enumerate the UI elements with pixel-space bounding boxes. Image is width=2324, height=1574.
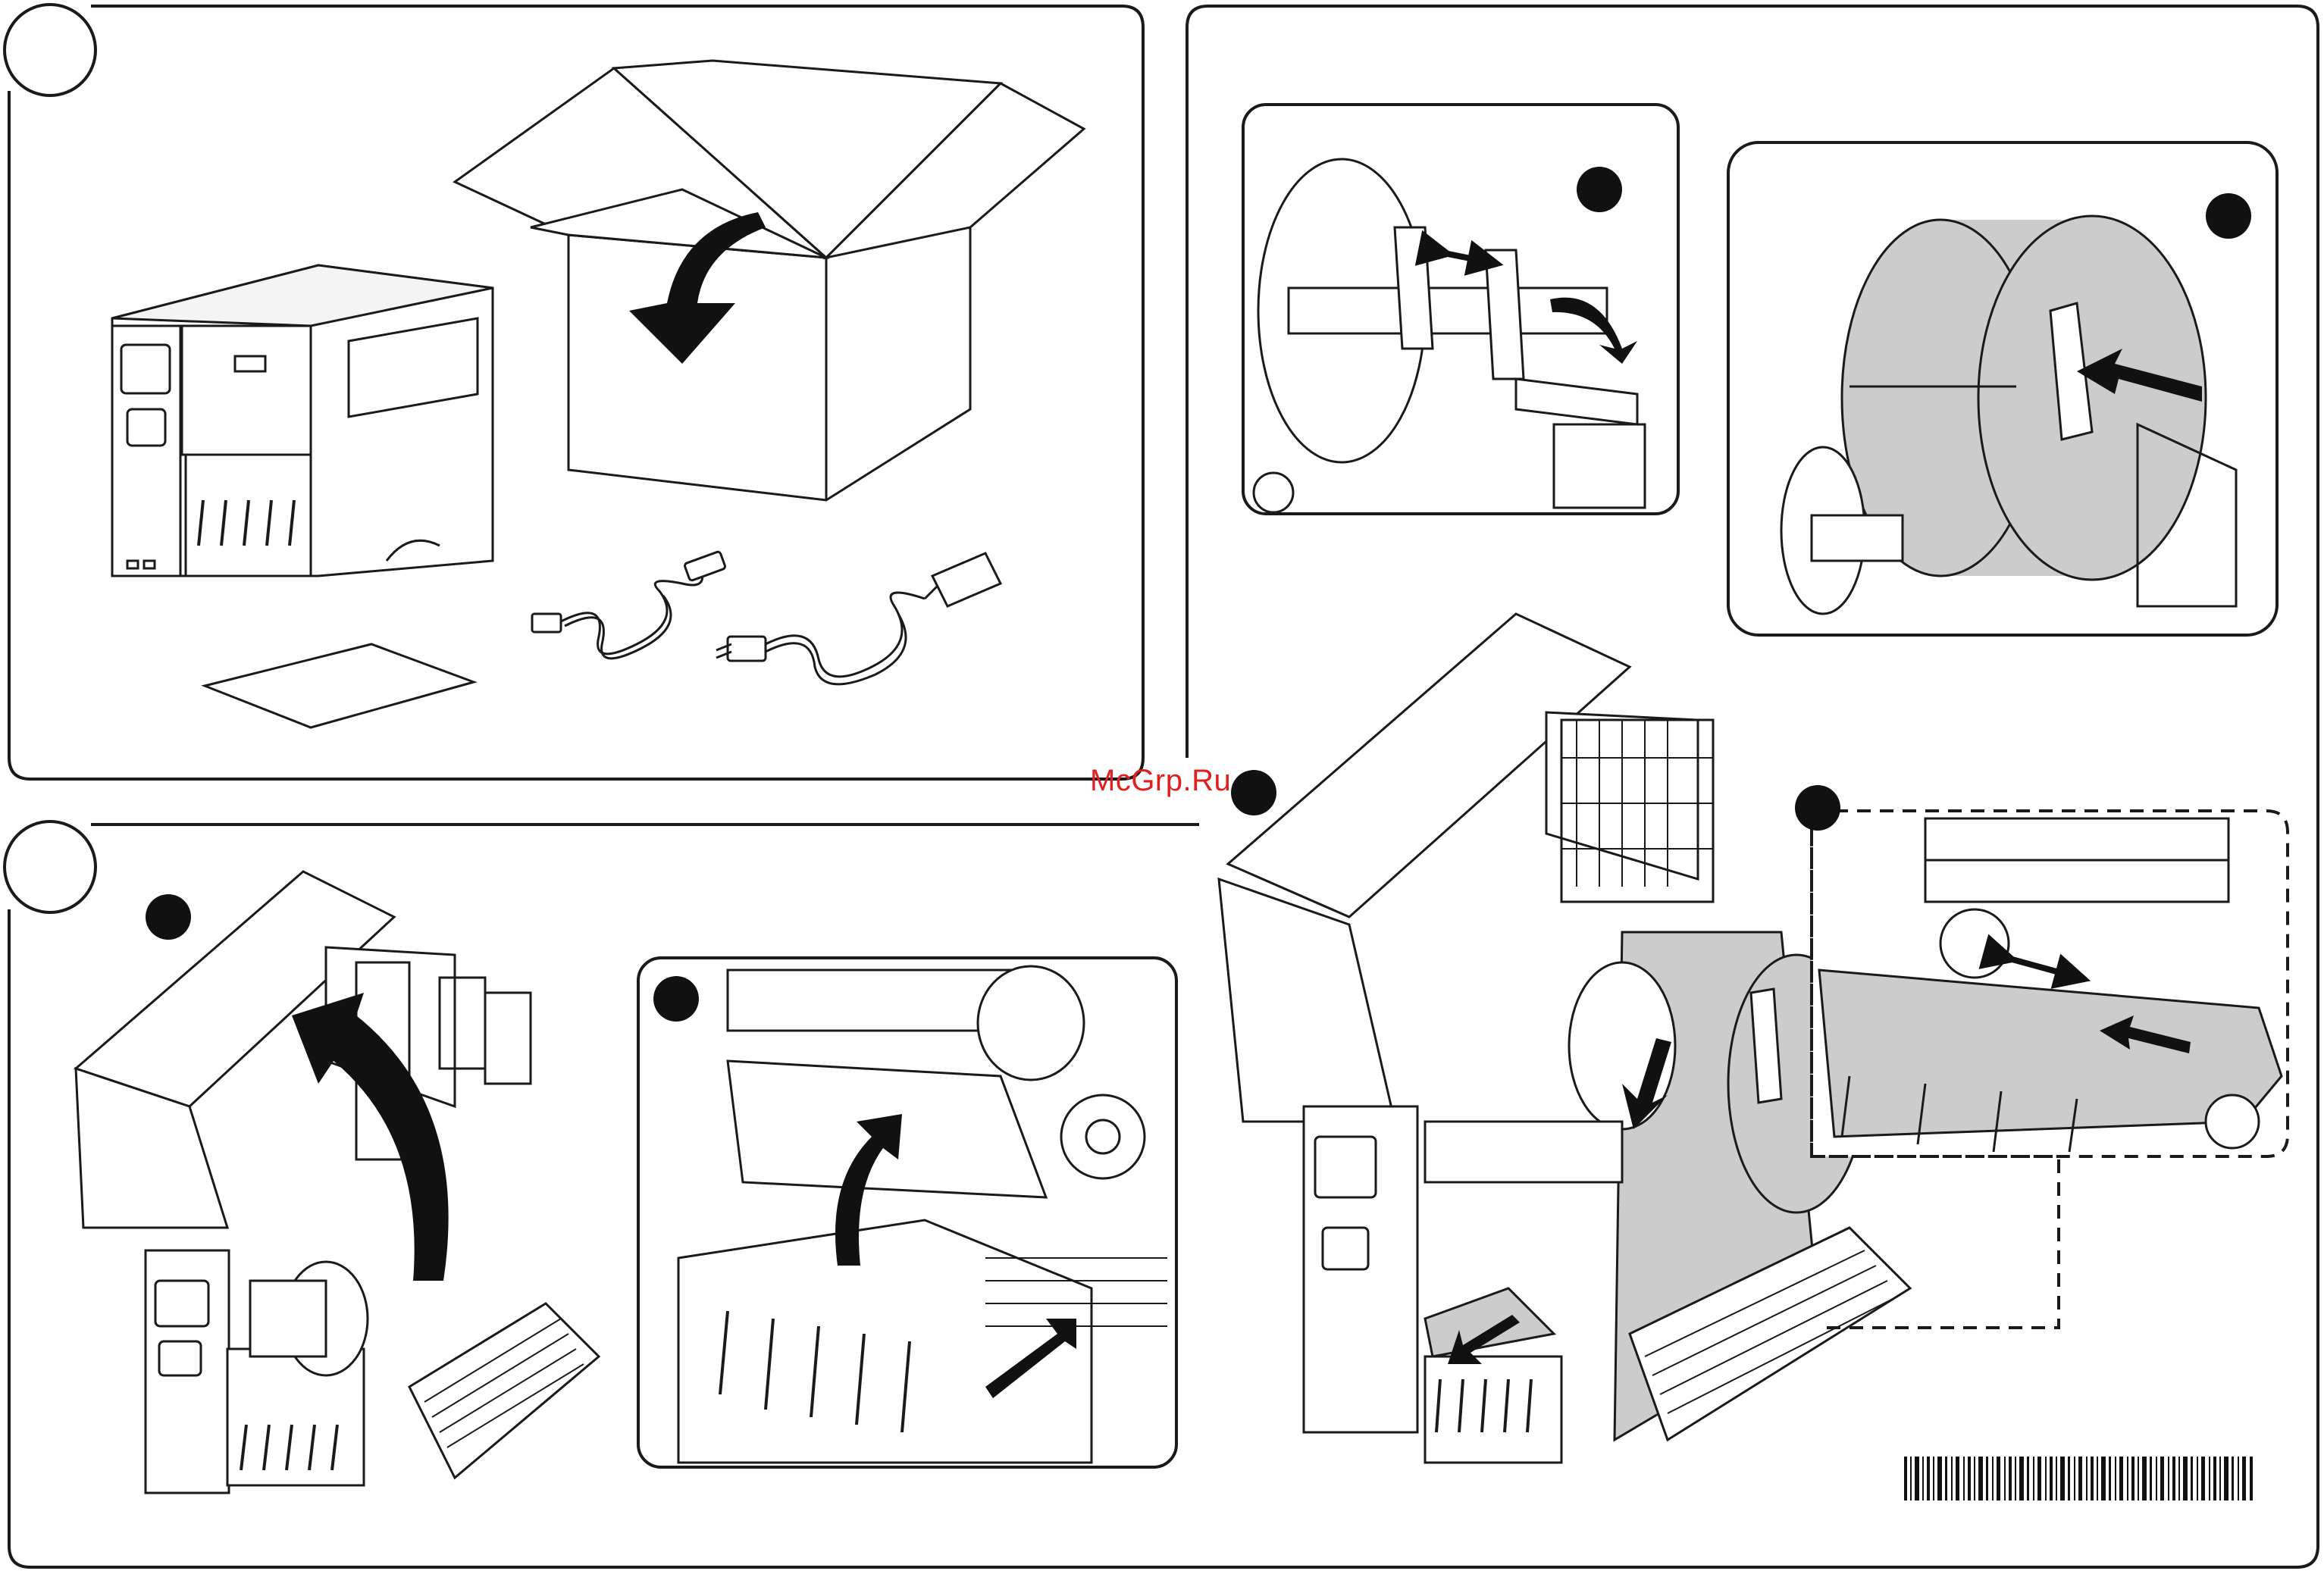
inset-printhead xyxy=(638,958,1176,1467)
step-circle-1 xyxy=(5,5,96,95)
panel-load-media xyxy=(1219,105,2288,1500)
document-icon xyxy=(205,644,474,728)
media-path-icon xyxy=(1219,614,1910,1463)
step-marker-d xyxy=(2206,193,2251,239)
step-marker-f xyxy=(1795,785,1840,831)
printer-open-icon xyxy=(76,871,599,1493)
printer-icon xyxy=(112,265,493,576)
panel-unpack xyxy=(5,5,1143,779)
inset-media-roll xyxy=(1728,142,2277,635)
power-cord-icon xyxy=(716,553,1001,684)
barcode xyxy=(1904,1457,2253,1500)
watermark-text: McGrp.Ru xyxy=(1090,764,1257,798)
step-marker-b xyxy=(653,976,699,1022)
step-marker-a xyxy=(146,894,191,940)
step-circle-2 xyxy=(5,821,96,912)
open-box-icon xyxy=(455,61,1084,500)
usb-cable-icon xyxy=(532,551,726,659)
inset-media-holder xyxy=(1243,105,1678,514)
step-marker-c xyxy=(1577,167,1622,212)
